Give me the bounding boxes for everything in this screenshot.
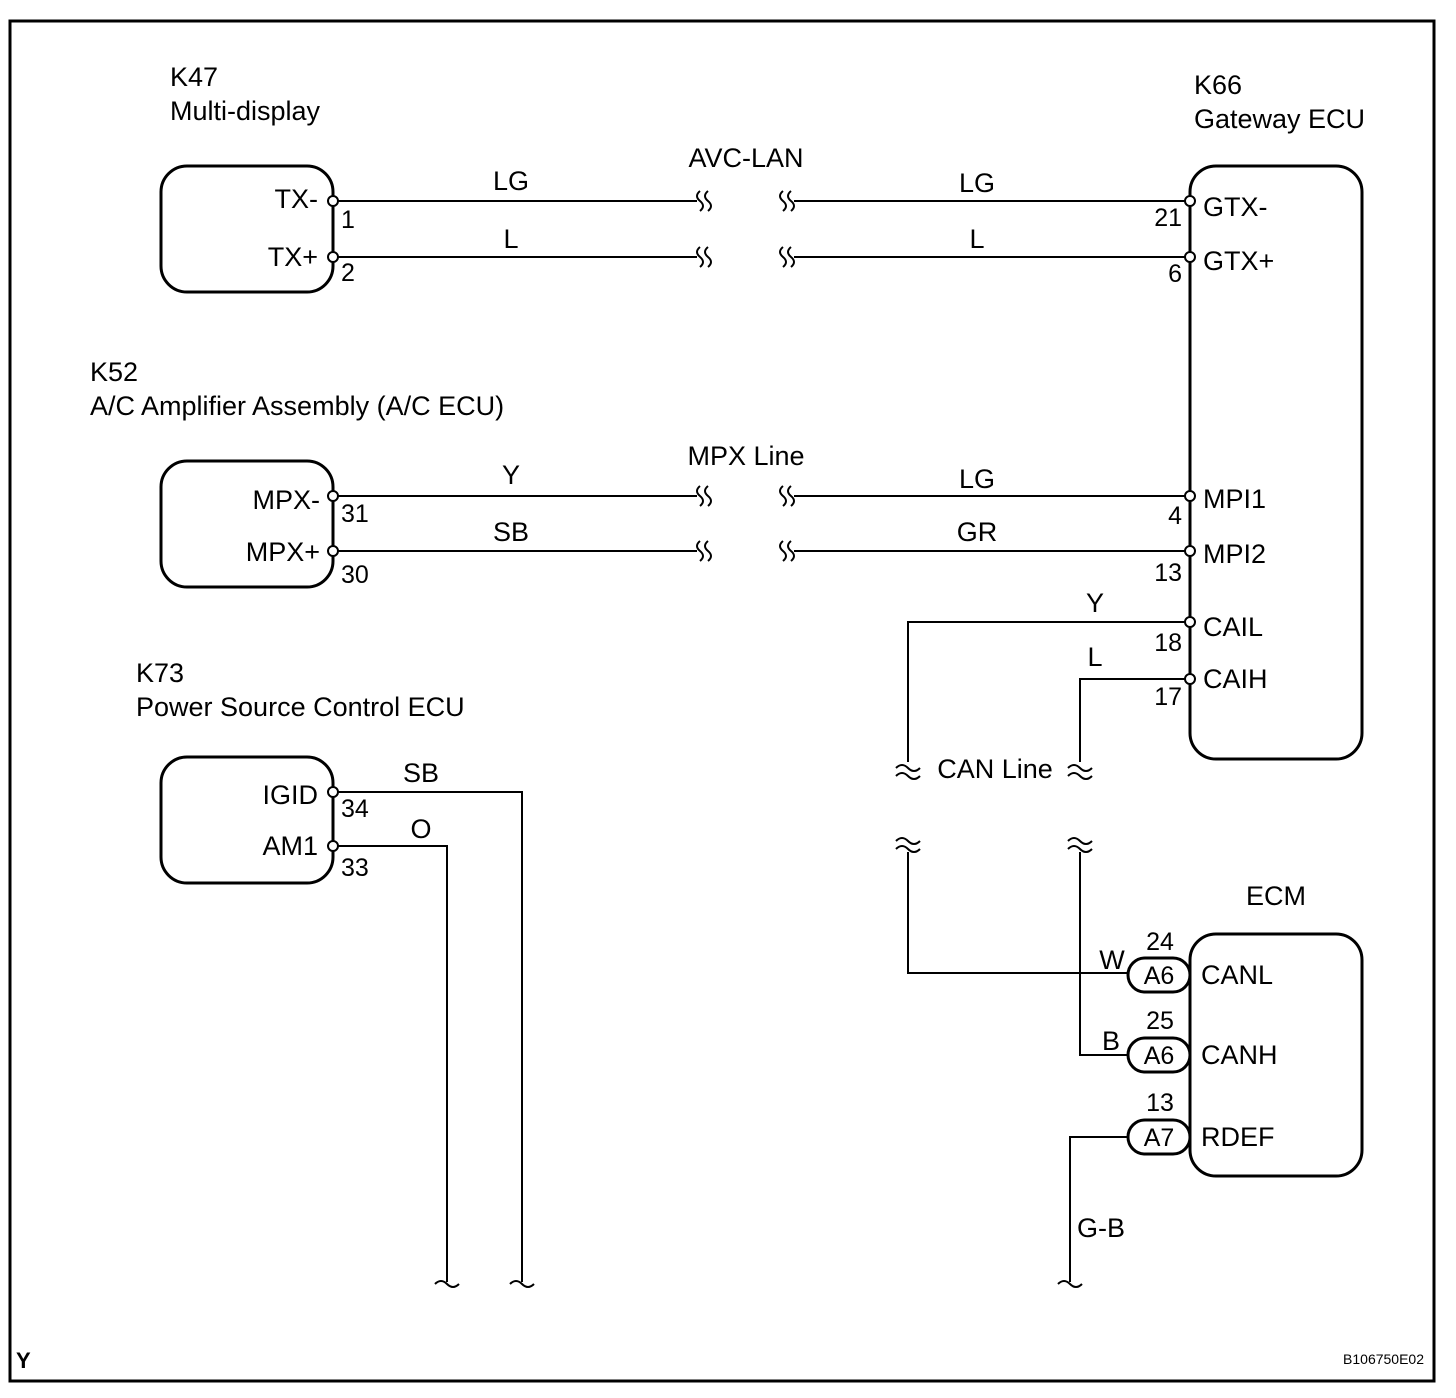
wire-k73-igid [333, 791, 523, 1282]
wire-color-avc-left-1: LG [493, 166, 529, 196]
k73-id: K73 [136, 658, 184, 688]
k66-pin-cail: CAIL [1203, 612, 1263, 642]
wire-color-can-gateway-2: L [1087, 642, 1102, 672]
k73-wire-end-marks [434, 1280, 535, 1288]
ecm-pin-number-13: 13 [1146, 1089, 1174, 1117]
bus-mpx-line-label: MPX Line [687, 441, 804, 471]
ecm-connector-label-3: A7 [1144, 1124, 1175, 1152]
avc-wire-break-marks [696, 190, 795, 268]
wire-can-gateway-cail [907, 621, 1190, 762]
k52-name: A/C Amplifier Assembly (A/C ECU) [90, 391, 504, 421]
wire-k73-am1 [333, 845, 448, 1282]
k73-pin-number-33: 33 [341, 854, 369, 882]
k66-pin-mpi1: MPI1 [1203, 484, 1266, 514]
k73-pin-am1: AM1 [262, 831, 318, 861]
k73-pin-number-34: 34 [341, 795, 369, 823]
k66-id: K66 [1194, 70, 1242, 100]
k73-name: Power Source Control ECU [136, 692, 465, 722]
k66-pin-number-13: 13 [1154, 559, 1182, 587]
ecm-connector-a6-canl [1126, 956, 1192, 994]
wire-color-avc-left-2: L [503, 224, 518, 254]
mpx-wire-break-marks [696, 485, 795, 562]
ecm-rdef-wire-end-mark [1057, 1280, 1083, 1288]
k66-pin-number-4: 4 [1168, 502, 1182, 530]
ecm-pin-number-24: 24 [1146, 928, 1174, 956]
diagram-frame [8, 19, 1436, 1383]
k52-pin-mpx-minus: MPX- [253, 485, 321, 515]
k66-pin-number-17: 17 [1154, 683, 1182, 711]
k47-pin-number-2: 2 [341, 259, 355, 287]
ecm-pin-rdef: RDEF [1201, 1122, 1275, 1152]
corner-mark: Y [16, 1348, 31, 1373]
k66-pin-gtx-minus: GTX- [1203, 192, 1268, 222]
wire-color-mpx-right-2: GR [957, 517, 998, 547]
wire-color-avc-right-2: L [969, 224, 984, 254]
wire-color-mpx-right-1: LG [959, 464, 995, 494]
wire-color-avc-right-1: LG [959, 168, 995, 198]
k52-pin-number-30: 30 [341, 561, 369, 589]
wire-color-ecm-1: W [1099, 945, 1125, 975]
wire-can-gateway-caih [1079, 678, 1190, 762]
k73-pin-igid: IGID [262, 780, 318, 810]
k47-pin-number-1: 1 [341, 206, 355, 234]
can-wire-break-marks [895, 764, 1093, 853]
ecm-pin-canh: CANH [1201, 1040, 1278, 1070]
wire-color-can-gateway-1: Y [1086, 588, 1104, 618]
wire-color-mpx-left-1: Y [502, 460, 520, 490]
k66-pin-number-21: 21 [1154, 204, 1182, 232]
k47-box [159, 164, 335, 294]
terminal-points [327, 195, 1196, 852]
wire-color-ecm-3: G-B [1077, 1213, 1125, 1243]
ecm-name: ECM [1246, 881, 1306, 911]
k66-name: Gateway ECU [1194, 104, 1365, 134]
k52-id: K52 [90, 357, 138, 387]
k66-pin-number-6: 6 [1168, 260, 1182, 288]
k66-pin-caih: CAIH [1203, 664, 1268, 694]
k47-pin-tx-plus: TX+ [268, 242, 318, 272]
ecm-connector-label-2: A6 [1144, 1042, 1175, 1070]
wire-color-ecm-2: B [1102, 1026, 1120, 1056]
wire-ecm-canl [907, 852, 1128, 974]
k47-name: Multi-display [170, 96, 321, 126]
k52-box [159, 459, 335, 589]
wire-color-k73-2: O [410, 814, 431, 844]
k52-pin-mpx-plus: MPX+ [246, 537, 320, 567]
k66-pin-mpi2: MPI2 [1203, 539, 1266, 569]
ecm-pin-number-25: 25 [1146, 1007, 1174, 1035]
k66-box [1188, 164, 1364, 761]
wire-ecm-rdef [1069, 1136, 1128, 1282]
k52-pin-number-31: 31 [341, 500, 369, 528]
wire-color-k73-1: SB [403, 758, 439, 788]
k66-pin-number-18: 18 [1154, 629, 1182, 657]
ecm-connector-label-1: A6 [1144, 962, 1175, 990]
k47-pin-tx-minus: TX- [275, 184, 319, 214]
wire-color-mpx-left-2: SB [493, 517, 529, 547]
ecm-pin-canl: CANL [1201, 960, 1273, 990]
k73-box [159, 755, 335, 885]
k47-id: K47 [170, 62, 218, 92]
bus-avc-lan-label: AVC-LAN [688, 143, 803, 173]
wire-ecm-canh [1079, 852, 1128, 1056]
k66-pin-gtx-plus: GTX+ [1203, 246, 1274, 276]
bus-can-line-label: CAN Line [937, 754, 1053, 784]
figure-code: B106750E02 [1343, 1351, 1424, 1367]
